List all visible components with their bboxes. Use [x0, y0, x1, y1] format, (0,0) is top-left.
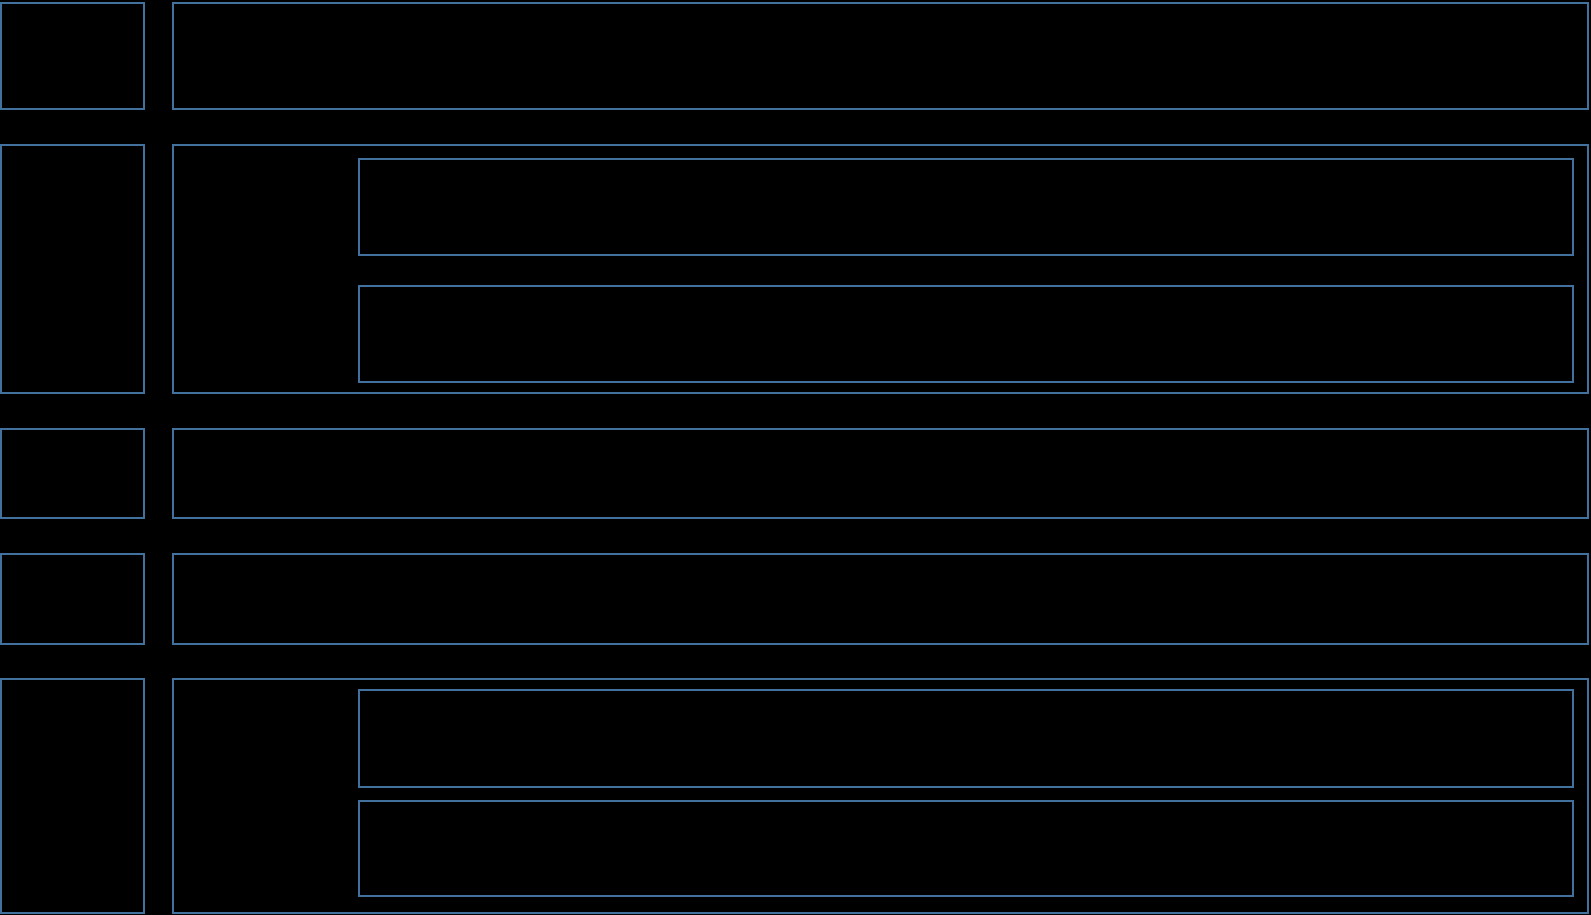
row-4-content-box[interactable]	[172, 553, 1589, 645]
row-3-content-box[interactable]	[172, 428, 1589, 519]
row-5-label-box[interactable]	[0, 678, 145, 914]
row-5-nested-box-1[interactable]	[358, 689, 1574, 788]
row-1-content-box[interactable]	[172, 2, 1589, 110]
row-2-nested-box-1[interactable]	[358, 158, 1574, 256]
row-3-label-box[interactable]	[0, 428, 145, 519]
row-4-label-box[interactable]	[0, 553, 145, 645]
row-5-nested-box-2[interactable]	[358, 800, 1574, 897]
row-2-label-box[interactable]	[0, 144, 145, 394]
row-1-label-box[interactable]	[0, 2, 145, 110]
row-2-nested-box-2[interactable]	[358, 285, 1574, 383]
